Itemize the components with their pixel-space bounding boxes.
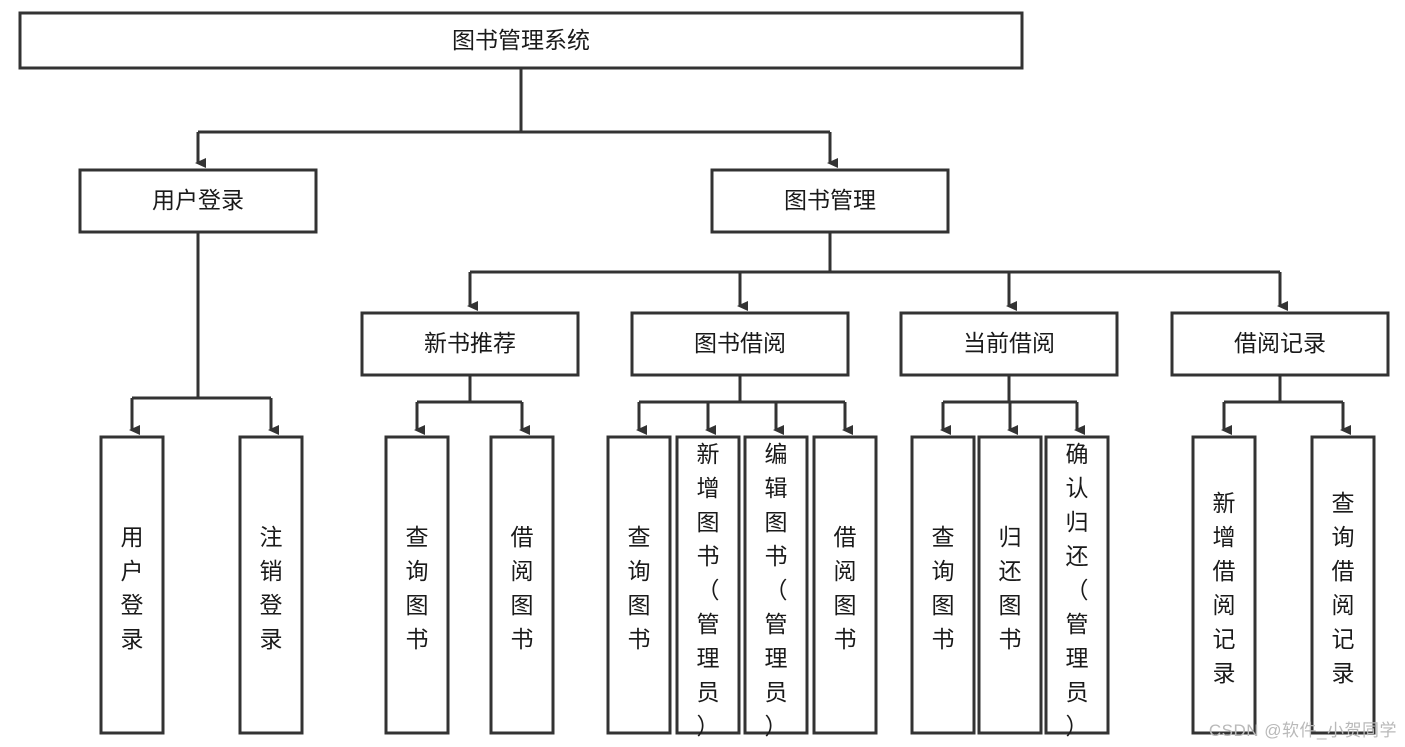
node-root-book-management-system[interactable]: 图书管理系统 xyxy=(18,11,1024,70)
leaf-label-add-book: 新增图书（管理员） xyxy=(697,441,720,739)
leaf-query-book-3[interactable]: 查询图书 xyxy=(910,435,976,735)
leaf-query-book-2[interactable]: 查询图书 xyxy=(606,435,672,735)
node-box-book-management xyxy=(710,168,950,234)
leaf-edit-book[interactable]: 编辑图书（管理员） xyxy=(743,435,809,739)
leaf-box-query-record xyxy=(1310,435,1376,735)
leaf-box-edit-book xyxy=(743,435,809,735)
leaf-label-borrow-book-1: 借阅图书 xyxy=(511,524,534,652)
node-book-management[interactable]: 图书管理 xyxy=(710,168,950,234)
node-box-new-book-recommend xyxy=(360,311,580,377)
node-borrow-record[interactable]: 借阅记录 xyxy=(1170,311,1390,377)
node-label-book-borrow: 图书借阅 xyxy=(694,330,786,356)
leaf-box-query-book-1 xyxy=(384,435,450,735)
leaf-add-record[interactable]: 新增借阅记录 xyxy=(1191,435,1257,735)
leaf-label-confirm-return: 确认归还（管理员） xyxy=(1066,441,1089,739)
node-book-borrow[interactable]: 图书借阅 xyxy=(630,311,850,377)
node-label-borrow-record: 借阅记录 xyxy=(1234,330,1326,356)
node-box-book-borrow xyxy=(630,311,850,377)
node-box-root xyxy=(18,11,1024,70)
leaf-box-return-book xyxy=(977,435,1043,735)
leaf-label-add-record: 新增借阅记录 xyxy=(1213,490,1236,686)
node-box-borrow-record xyxy=(1170,311,1390,377)
leaf-confirm-return[interactable]: 确认归还（管理员） xyxy=(1044,435,1110,739)
leaf-label-logout-login: 注销登录 xyxy=(260,524,283,652)
leaf-label-return-book: 归还图书 xyxy=(999,524,1022,652)
connector-layer xyxy=(129,68,1351,435)
leaf-add-book[interactable]: 新增图书（管理员） xyxy=(675,435,741,739)
leaf-label-query-book-3: 查询图书 xyxy=(932,524,955,652)
leaf-label-query-record: 查询借阅记录 xyxy=(1332,490,1355,686)
leaf-label-query-book-1: 查询图书 xyxy=(406,524,429,652)
node-label-user-login: 用户登录 xyxy=(152,187,244,213)
leaf-user-login[interactable]: 用户登录 xyxy=(99,435,165,735)
leaf-box-logout-login xyxy=(238,435,304,735)
node-label-new-book-recommend: 新书推荐 xyxy=(424,330,516,356)
leaf-borrow-book-2[interactable]: 借阅图书 xyxy=(812,435,878,735)
leaf-box-add-book xyxy=(675,435,741,735)
leaf-label-edit-book: 编辑图书（管理员） xyxy=(765,441,788,739)
leaf-label-query-book-2: 查询图书 xyxy=(628,524,651,652)
leaf-return-book[interactable]: 归还图书 xyxy=(977,435,1043,735)
leaf-label-user-login: 用户登录 xyxy=(121,524,144,652)
node-current-borrow[interactable]: 当前借阅 xyxy=(899,311,1119,377)
node-box-current-borrow xyxy=(899,311,1119,377)
leaf-label-borrow-book-2: 借阅图书 xyxy=(834,524,857,652)
node-box-user-login xyxy=(78,168,318,234)
leaf-box-user-login xyxy=(99,435,165,735)
node-new-book-recommend[interactable]: 新书推荐 xyxy=(360,311,580,377)
leaf-box-query-book-2 xyxy=(606,435,672,735)
leaf-box-add-record xyxy=(1191,435,1257,735)
node-label-book-management: 图书管理 xyxy=(784,187,876,213)
leaf-query-record[interactable]: 查询借阅记录 xyxy=(1310,435,1376,735)
leaf-box-borrow-book-1 xyxy=(489,435,555,735)
leaf-query-book-1[interactable]: 查询图书 xyxy=(384,435,450,735)
leaf-borrow-book-1[interactable]: 借阅图书 xyxy=(489,435,555,735)
node-label-root: 图书管理系统 xyxy=(452,27,590,53)
leaf-logout-login[interactable]: 注销登录 xyxy=(238,435,304,735)
node-label-current-borrow: 当前借阅 xyxy=(963,330,1055,356)
node-user-login[interactable]: 用户登录 xyxy=(78,168,318,234)
leaf-box-borrow-book-2 xyxy=(812,435,878,735)
leaf-box-confirm-return xyxy=(1044,435,1110,735)
leaf-box-query-book-3 xyxy=(910,435,976,735)
